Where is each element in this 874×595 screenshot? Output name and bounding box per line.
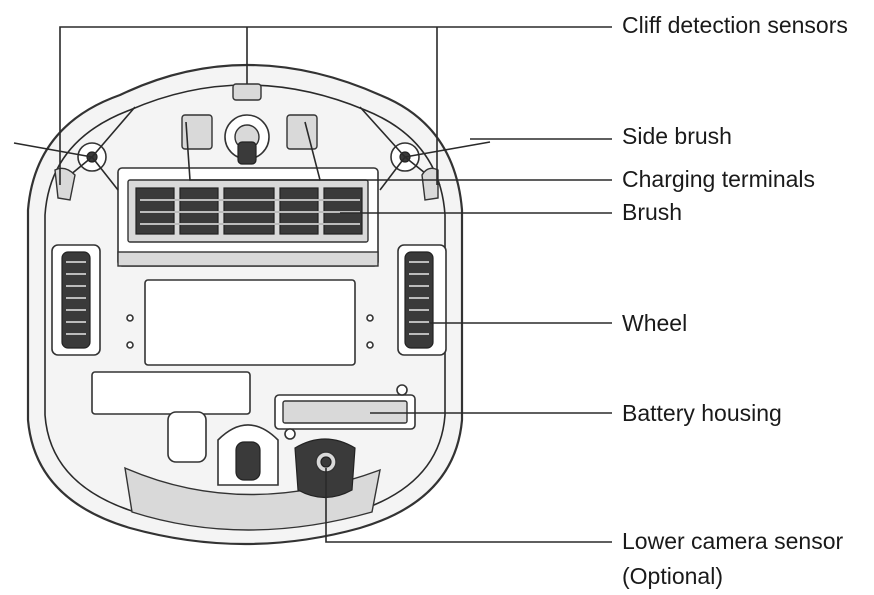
side-brush-right xyxy=(359,106,491,191)
label-battery-housing: Battery housing xyxy=(622,400,782,426)
caster-wheel xyxy=(217,424,279,486)
label-brush: Brush xyxy=(622,199,683,225)
label-cliff-detection-sensors: Cliff detection sensors xyxy=(622,12,848,38)
leader-lines xyxy=(59,26,612,543)
label-side-brush: Side brush xyxy=(622,123,732,149)
label-charging-terminals: Charging terminals xyxy=(622,166,816,192)
small-cover xyxy=(167,411,207,463)
label-lower-camera-sensor: Lower camera sensor xyxy=(622,528,844,554)
label-lower-camera-optional: (Optional) xyxy=(622,563,723,589)
lower-camera-sensor xyxy=(294,438,356,499)
front-bumper xyxy=(124,466,381,531)
charging-terminal-left xyxy=(181,114,213,150)
front-cliff-sensor xyxy=(232,83,262,101)
side-brush-left xyxy=(13,106,136,191)
dust-bin-panel xyxy=(144,279,356,366)
brush-roller xyxy=(135,187,363,235)
label-wheel: Wheel xyxy=(622,310,688,336)
charging-terminal-right xyxy=(286,114,318,150)
wheel-left xyxy=(51,244,101,356)
wheel-right xyxy=(397,244,447,356)
lower-left-panel xyxy=(91,371,251,415)
